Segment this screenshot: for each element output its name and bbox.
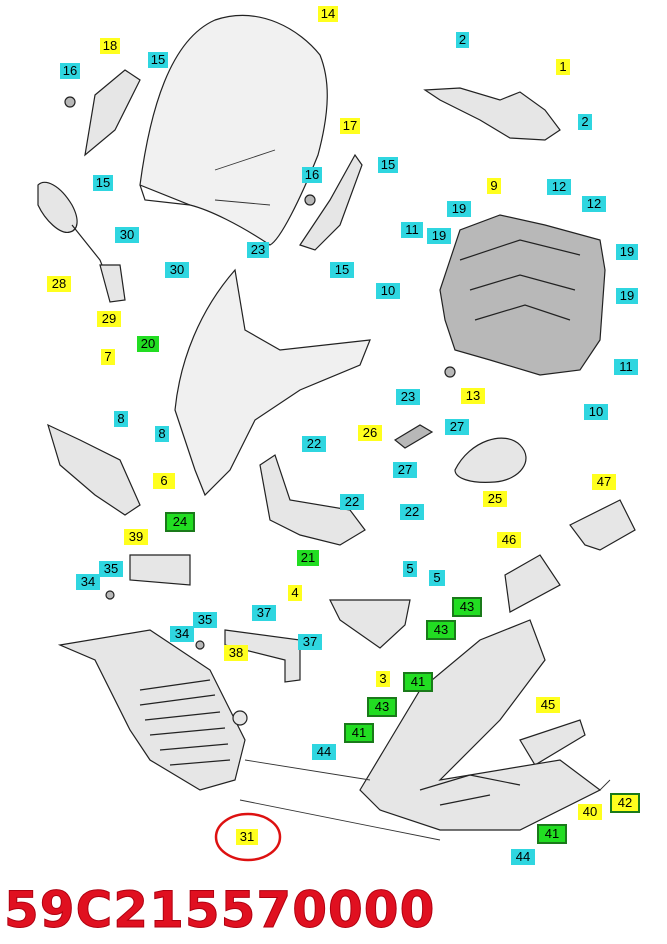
callout-12-lower: 12 [582, 196, 606, 212]
panel-45-part [519, 719, 586, 766]
callout-10-a: 10 [376, 283, 400, 299]
panel-47-part [569, 499, 636, 551]
callout-15-left: 15 [93, 175, 113, 191]
callout-42: 42 [610, 793, 640, 813]
callout-15: 15 [148, 52, 168, 68]
callout-19-d: 19 [616, 288, 638, 304]
callout-34-a: 34 [76, 574, 100, 590]
callout-38: 38 [224, 645, 248, 661]
callout-2: 2 [456, 32, 469, 48]
callout-26: 26 [358, 425, 382, 441]
callout-45: 45 [536, 697, 560, 713]
callout-15-mid: 15 [330, 262, 354, 278]
callout-13: 13 [461, 388, 485, 404]
callout-44-a: 44 [312, 744, 336, 760]
callout-43-c: 43 [367, 697, 397, 717]
callout-37-a: 37 [252, 605, 276, 621]
callout-16: 16 [60, 63, 80, 79]
callout-17: 17 [340, 118, 360, 134]
callout-19-a: 19 [447, 201, 471, 217]
callout-7: 7 [101, 349, 115, 365]
callout-16-center: 16 [302, 167, 322, 183]
part-number: 59C215570000 [3, 881, 436, 940]
callout-39: 39 [124, 529, 148, 545]
callout-14: 14 [318, 6, 338, 22]
callout-37-b: 37 [298, 634, 322, 650]
under-cowl-right-part [359, 619, 602, 831]
cover-3-part [329, 599, 411, 649]
callout-30-b: 30 [165, 262, 189, 278]
callout-34-b: 34 [170, 626, 194, 642]
callout-22-c: 22 [400, 504, 424, 520]
callout-22-b: 22 [340, 494, 364, 510]
mirror-25-part [454, 437, 527, 483]
callout-27-a: 27 [445, 419, 469, 435]
callout-20: 20 [137, 336, 159, 352]
callout-43-a: 43 [452, 597, 482, 617]
callout-24: 24 [165, 512, 195, 532]
panel-1-part [423, 87, 561, 141]
callout-5-b: 5 [429, 570, 445, 586]
callout-23-b: 23 [396, 389, 420, 405]
bracket-21-part [259, 454, 366, 546]
callout-8-b: 8 [155, 426, 169, 442]
callout-3: 3 [376, 671, 390, 687]
callout-23-a: 23 [247, 242, 269, 258]
mirror-28-part [37, 181, 78, 233]
callout-47: 47 [592, 474, 616, 490]
callout-12: 12 [547, 179, 571, 195]
panel-46-part [504, 554, 561, 613]
callout-10-b: 10 [584, 404, 608, 420]
callout-19-b: 19 [427, 228, 451, 244]
windscreen-part [139, 15, 328, 246]
bracket-18-part [84, 69, 141, 157]
callout-35-b: 35 [193, 612, 217, 628]
callout-40: 40 [578, 804, 602, 820]
callout-18: 18 [100, 38, 120, 54]
callout-46: 46 [497, 532, 521, 548]
callout-9: 9 [487, 178, 501, 194]
callout-29: 29 [97, 311, 121, 327]
callout-44-b: 44 [511, 849, 535, 865]
callout-11-b: 11 [614, 359, 638, 375]
callout-2-lower: 2 [578, 114, 592, 130]
callout-4: 4 [288, 585, 302, 601]
mirror-bracket-29-part [99, 264, 126, 303]
callout-41-a: 41 [403, 672, 433, 692]
callout-11-a: 11 [401, 222, 423, 238]
side-cover-6-part [47, 423, 141, 516]
callout-41-c: 41 [537, 824, 567, 844]
pad-39-part [129, 554, 191, 586]
callout-19-c: 19 [616, 244, 638, 260]
bracket-17-part [299, 153, 363, 251]
front-cowl-20-part [174, 268, 371, 497]
callout-5-a: 5 [403, 561, 417, 577]
callout-25: 25 [483, 491, 507, 507]
meter-panel-9-part [439, 214, 606, 376]
callout-15-upper-right: 15 [378, 157, 398, 173]
highlight-circle [214, 812, 282, 862]
bracket-26-part [393, 424, 434, 449]
callout-43-b: 43 [426, 620, 456, 640]
callout-1: 1 [556, 59, 570, 75]
callout-35-a: 35 [99, 561, 123, 577]
callout-27-b: 27 [393, 462, 417, 478]
callout-6: 6 [153, 473, 175, 489]
under-cowl-left-part [57, 629, 246, 791]
callout-21: 21 [297, 550, 319, 566]
callout-28: 28 [47, 276, 71, 292]
callout-41-b: 41 [344, 723, 374, 743]
callout-30-a: 30 [115, 227, 139, 243]
callout-22-a: 22 [302, 436, 326, 452]
callout-31: 31 [236, 829, 258, 845]
callout-8-a: 8 [114, 411, 128, 427]
